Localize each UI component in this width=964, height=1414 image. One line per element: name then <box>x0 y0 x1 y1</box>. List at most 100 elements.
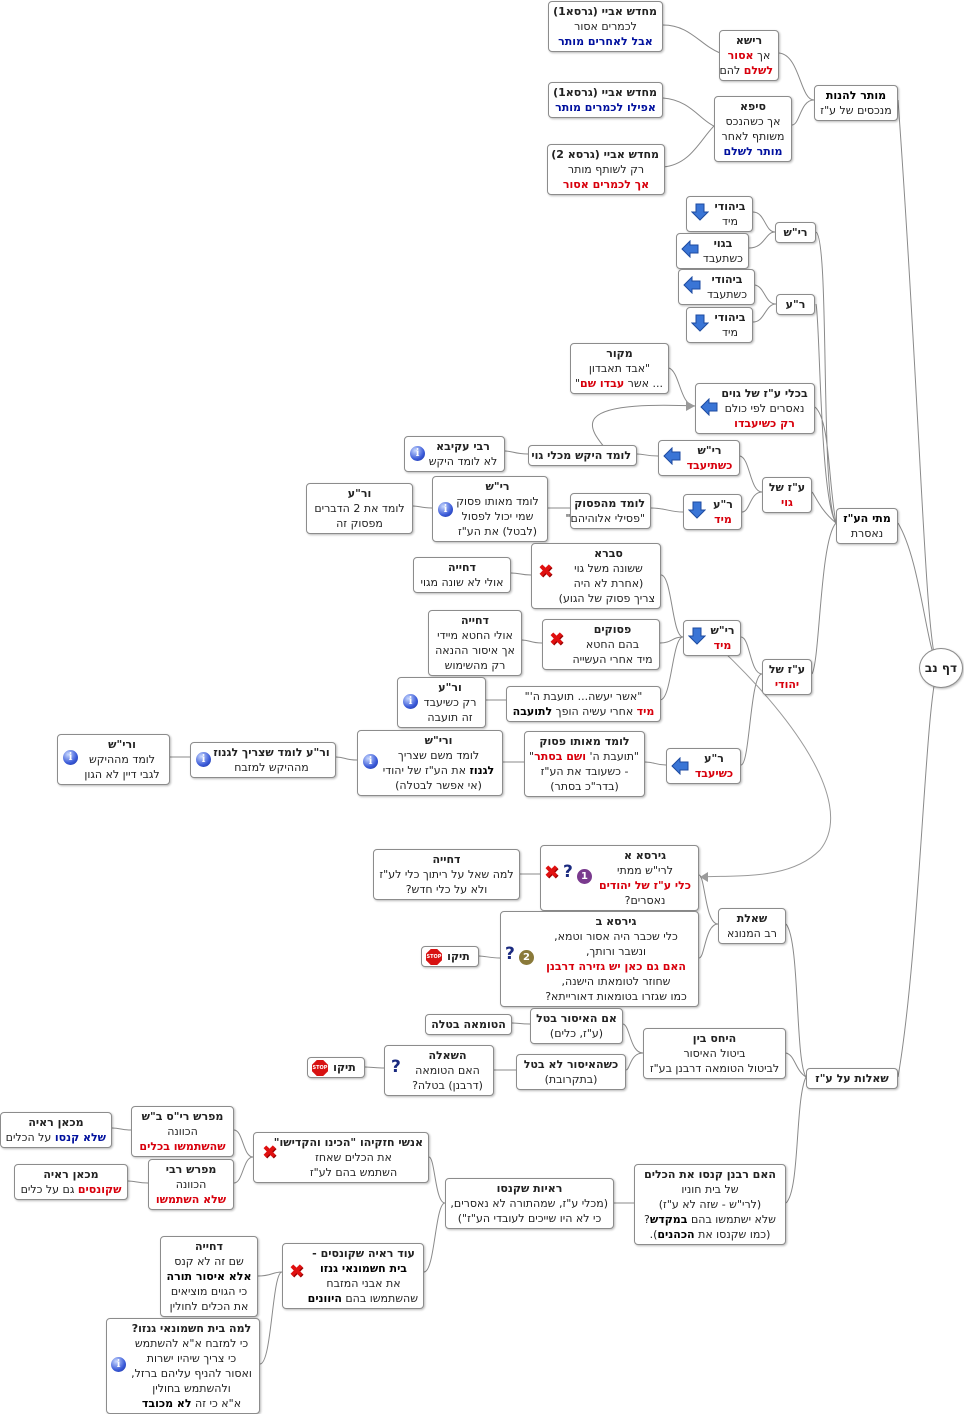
abaye-reisha-line2: אבל לאחרים מותר <box>558 35 653 48</box>
node-gentile-rish[interactable]: רי"ש כשתיעבד <box>658 440 740 476</box>
version-a-title: גירסא א <box>623 849 667 862</box>
node-question2[interactable]: ? השאלה האם הטומאה (דרבנן) בטלה? <box>384 1045 494 1096</box>
svara-line3: צריך פסוק של הגוע) <box>558 592 655 605</box>
node-gentile-ra[interactable]: ר"ע מיד <box>683 494 742 530</box>
node-derives-vessel[interactable]: לומד היקש מכלי גוי <box>528 445 637 466</box>
node-verses[interactable]: ✖ פסוקים בהם החטא מיד אחרי העשייה <box>542 619 660 670</box>
node-rish[interactable]: רי"ש <box>775 222 816 243</box>
node-when-forbidden[interactable]: מתי הע"ז נאסרת <box>836 508 898 544</box>
node-ra-jew1[interactable]: ביהודי כשתעבד <box>678 269 755 305</box>
version-a-line2: כלי ע"ז של יהודים <box>598 879 691 892</box>
x-icon: ✖ <box>538 561 554 582</box>
node-abaye-reisha[interactable]: מחדש אביי (גרסא1) לכמרים אסור אבל לאחרים… <box>548 1 663 52</box>
node-rejection1[interactable]: דחייה אולי לא שונה מגוי <box>413 557 511 593</box>
node-learn-verse[interactable]: לומד מהפסוק "פסילי אלוהיהם" <box>565 493 651 529</box>
source-text: ... אשר <box>624 377 663 390</box>
node-teiku2[interactable]: STOP תיקו <box>307 1057 365 1078</box>
version-b-title: גירסא ב <box>595 915 637 928</box>
ra-hide-line1: מההיקש למזבח <box>234 761 309 774</box>
rish3-line2: לגבי דיין לא הגון <box>84 768 160 781</box>
node-jew-rish[interactable]: רי"ש מיד <box>683 620 741 656</box>
node-ra-two[interactable]: ור"ע לומד את 2 הדברים מפסוק זה <box>306 483 413 534</box>
node-rish-jew[interactable]: ביהודי מיד <box>686 196 753 232</box>
node-permitted-benefit[interactable]: מותר להנות מנכסים של ע"ז <box>814 85 898 121</box>
node-rabbi-akiva[interactable]: i רבי עקיבא לא לומד היקש <box>404 436 505 472</box>
node-version-b[interactable]: 2 ? גירסא ב כלי שכבר היה אסור וטמא, ונשב… <box>500 911 699 1007</box>
node-ra[interactable]: ר"ע <box>776 294 815 315</box>
node-ra-hide[interactable]: i ור"ע לומד שצריך לגנוז מההיקש למזבח <box>190 742 336 778</box>
rish2-line3: (אי אפשר לבטלה) <box>395 779 482 792</box>
rish2-title: ורי"ש <box>424 734 453 747</box>
node-jew-ra[interactable]: ר"ע כשיעבד <box>666 748 741 784</box>
node-jew-az[interactable]: ע"ז של יהודי <box>762 659 812 695</box>
why-hid-line2: כי צריך שיהיו ישרות <box>146 1352 237 1365</box>
node-version-a[interactable]: 1 ? ✖ גירסא א לרי"ש ממתי כלי ע"ז של יהוד… <box>540 845 699 911</box>
rish-verse-line2: שמי יכול לפסול <box>461 510 534 523</box>
node-source[interactable]: מקור "אבד תאבדון ... אשר עבדו שם" <box>570 343 669 394</box>
node-rish2[interactable]: i ורי"ש לומד משם שצריך לגנוז את הע"ז של … <box>357 730 503 796</box>
rejection2-line2: אך איסור ההנאה <box>435 644 515 657</box>
version-a-line1: לרי"ש ממתי <box>617 864 673 877</box>
cancel-no-title: כשהאיסור לא בטל <box>523 1058 619 1071</box>
node-rav-explains[interactable]: מפרש רי"ס ב"ש הכוונה שהשתמשו בכלים <box>131 1106 234 1157</box>
version-b-line2: ונשבר ורותך, <box>585 945 647 958</box>
node-ra-jew2[interactable]: ביהודי מיד <box>686 307 753 343</box>
fine-title: האם רבנן קנסו את הכלים <box>644 1168 776 1181</box>
node-teiku1[interactable]: STOP תיקו <box>421 946 479 967</box>
why-hid-line5: א"א כי זה לא מכובד <box>129 1396 254 1411</box>
reisha-text: אך <box>753 49 771 62</box>
rish3-line1: לומד מההיקש <box>88 753 156 766</box>
node-rabbi-explains[interactable]: מפרש רבי הכוונה שלא השתמשו <box>148 1159 234 1210</box>
node-same-verse[interactable]: לומד מאותו פסוק "תועבת ה' ושם בסתר" - כש… <box>524 731 645 797</box>
fine-line4: (כמו שקנסו את הכהנים). <box>640 1227 780 1242</box>
vessels-line2: רק כשיעבדו <box>734 417 795 430</box>
node-question[interactable]: שאלת רב המנונא <box>718 908 786 944</box>
arrow-down-icon <box>691 314 709 332</box>
source-line1: "אבד תאבדון <box>588 362 651 375</box>
node-proof-a[interactable]: מכאן ראיה שלא קנסו על הכלים <box>0 1112 112 1148</box>
node-proof-b[interactable]: מכאן ראיה שקונסים גם על כלים <box>14 1164 128 1200</box>
rav-explains-line1: הכוונה <box>167 1125 198 1138</box>
svara-line2: (אחרת לא היה <box>573 577 644 590</box>
node-rejection2[interactable]: דחייה אולי החטא מיידי אך איסור ההנאה רק … <box>428 610 522 676</box>
verses-line2: מיד אחרי העשייה <box>572 653 653 666</box>
node-rish-gentile[interactable]: בגוי כשתעבד <box>676 233 749 269</box>
node-rish-verse[interactable]: i רי"ש לומד מאותו פסוק שמי יכול לפסול (ל… <box>432 476 548 542</box>
proof-b-title: מכאן ראיה <box>43 1168 99 1181</box>
node-rish3[interactable]: i ורי"ש לומד מההיקש לגבי דיין לא הגון <box>57 734 170 785</box>
version-b-line3: האם גם כאן יש גזירה דרבנן <box>546 960 686 973</box>
node-more-proof[interactable]: ✖ עוד ראיה שקונסים - בית חשמונאי גנזו את… <box>282 1243 424 1309</box>
number-two-icon: 2 <box>519 950 534 965</box>
node-rejection4[interactable]: דחייה שם זה לא קנס אלא איסור תורה כי הגו… <box>160 1236 258 1317</box>
node-reisha[interactable]: רישא אך אסור לשלם להם <box>719 30 779 81</box>
rejection4-line2: אלא איסור תורה <box>166 1270 252 1283</box>
node-cancel-yes[interactable]: אם האיסור בטל (ע"ז, כלים) <box>530 1008 623 1044</box>
node-vessels[interactable]: בכלי ע"ז של גוים נאסרים לפי כולם רק כשיע… <box>695 383 815 434</box>
node-cancel-no[interactable]: כשהאיסור לא בטל (בתקרובת) <box>516 1054 626 1090</box>
node-relation[interactable]: היחס בין ביטול האיסור לביטול הטומאה דרבנ… <box>643 1028 786 1079</box>
node-asher[interactable]: "אשר יעשה... תועבת ה'" מיד אחרי עשיה הופ… <box>506 686 661 722</box>
node-ra-only[interactable]: i ור"ע רק כשיעבד זה תועבה <box>397 677 486 728</box>
reisha-forbidden: אסור <box>727 49 754 62</box>
node-abaye-seifa1[interactable]: מחדש אביי (גרסא1) אפילו לכמרים מותר <box>548 82 663 118</box>
node-hezkiyahu[interactable]: ✖ אנשי חזקיהו "הכינו והקדישו" את הכלים ש… <box>253 1132 429 1183</box>
node-fine[interactable]: האם רבנן קנסו את הכלים של בית חוניו (לרי… <box>634 1164 786 1245</box>
node-gentile-az[interactable]: ע"ז של גוי <box>762 477 812 513</box>
ra-two-line2: מפסוק זה <box>336 517 383 530</box>
rejection3-title: דחייה <box>432 853 461 866</box>
arrow-left-icon <box>683 276 701 294</box>
node-svara[interactable]: ✖ סברא ששונה משל גוי (אחרת לא היה צריך פ… <box>531 543 661 609</box>
hezkiyahu-line2: השתמש בהם לע"ז <box>309 1166 398 1179</box>
version-a-line3: נאסרים? <box>624 894 666 907</box>
root-node[interactable]: דף נב <box>919 648 963 688</box>
jew-ra-title: ר"ע <box>704 752 724 765</box>
svara-line1: ששונה משל גוי <box>574 562 643 575</box>
node-why-hid[interactable]: i למה בית חשמונאי גנזו? כי למזבח א"א להש… <box>106 1318 260 1414</box>
node-questions[interactable]: שאלות על ע"ז <box>806 1068 898 1089</box>
node-rejection3[interactable]: דחייה למה שאל על ריתוך כלי לע"ז ולא על כ… <box>373 849 520 900</box>
asher-line2: מיד אחרי עשיה הופך לתועבה <box>512 704 655 719</box>
node-seifa[interactable]: סיפא אך כשהנכס משותף לאחר מותר לשלם <box>714 96 792 162</box>
node-proofs[interactable]: ראיות שקנסו (מכלי ע"ז, שמהתורה לא נאסרים… <box>445 1178 614 1229</box>
node-impurity-void[interactable]: הטומאה בטלה <box>425 1014 512 1035</box>
node-abaye-seifa2[interactable]: מחדש אביי (גרסא 2) רק לשותף מותר אך לכמר… <box>547 144 665 195</box>
